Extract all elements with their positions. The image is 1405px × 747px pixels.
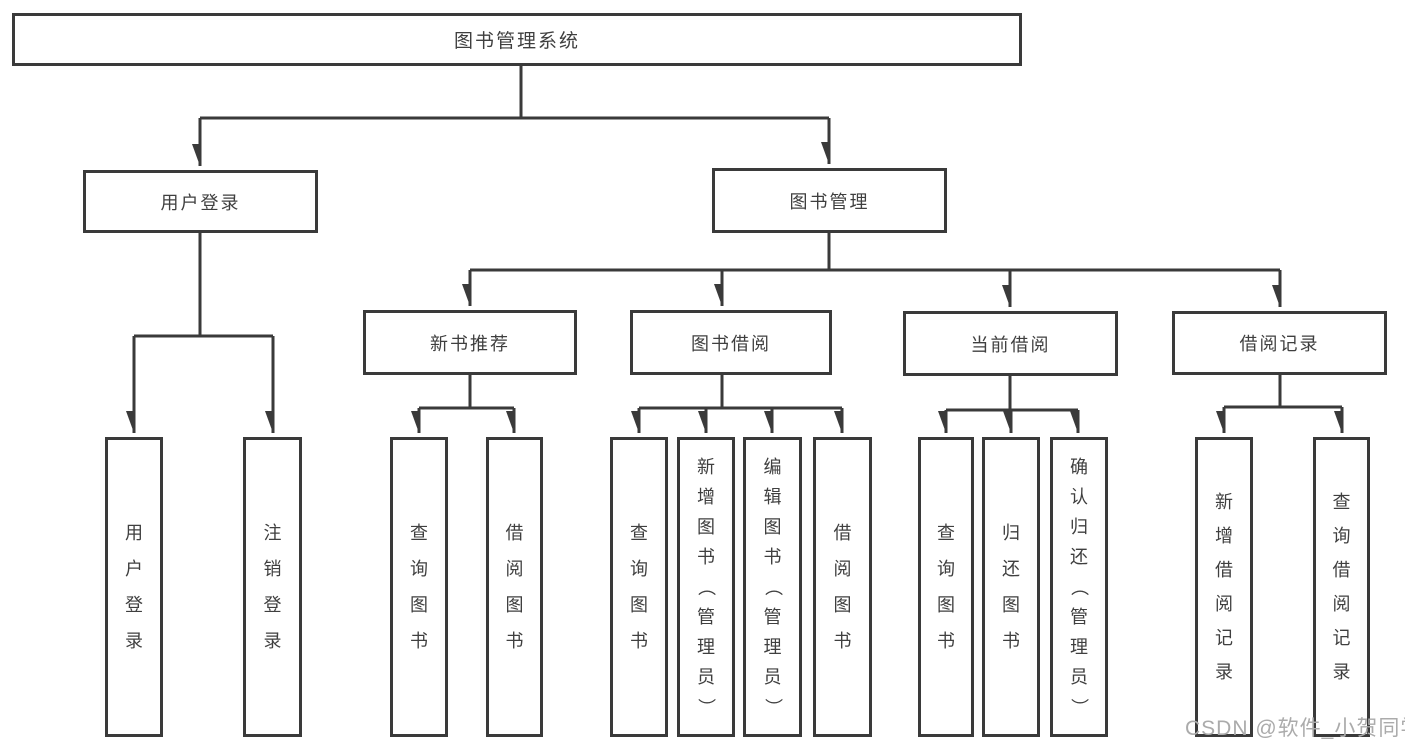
node-book-borrow: 图书借阅 xyxy=(630,310,832,375)
node-root-label: 图书管理系统 xyxy=(453,31,580,52)
leaf-return-book: 归还图书 xyxy=(982,437,1040,737)
leaf-query-books-1-label: 查询图书 xyxy=(410,523,428,651)
leaf-query-books-2-label: 查询图书 xyxy=(630,523,648,651)
leaf-query-books-2: 查询图书 xyxy=(610,437,668,737)
connector-current-borrow-children xyxy=(946,376,1080,433)
leaf-borrow-books-1-label: 借阅图书 xyxy=(505,523,524,651)
node-borrow-records: 借阅记录 xyxy=(1172,311,1387,375)
leaf-borrow-books-2: 借阅图书 xyxy=(813,437,872,737)
leaf-edit-book-admin-label: 编辑图书（管理员） xyxy=(762,457,783,716)
csdn-watermark: CSDN @软件_小贺同学 xyxy=(1185,717,1405,740)
leaf-logout-label: 注销登录 xyxy=(263,523,282,651)
leaf-confirm-return-admin: 确认归还（管理员） xyxy=(1050,437,1108,737)
node-book-borrow-label: 图书借阅 xyxy=(691,333,771,354)
leaf-borrow-books-1: 借阅图书 xyxy=(486,437,543,737)
node-new-book-recommend-label: 新书推荐 xyxy=(430,333,510,354)
leaf-add-book-admin: 新增图书（管理员） xyxy=(677,437,735,737)
leaf-user-login: 用户登录 xyxy=(105,437,163,737)
leaf-logout: 注销登录 xyxy=(243,437,302,737)
leaf-confirm-return-admin-label: 确认归还（管理员） xyxy=(1069,457,1089,716)
node-current-borrow-label: 当前借阅 xyxy=(970,334,1051,355)
node-book-management-label: 图书管理 xyxy=(789,191,870,212)
node-user-login-label: 用户登录 xyxy=(160,192,241,213)
node-book-management: 图书管理 xyxy=(712,168,947,233)
leaf-add-borrow-record-label: 新增借阅记录 xyxy=(1215,492,1233,682)
node-borrow-records-label: 借阅记录 xyxy=(1239,334,1320,354)
leaf-query-books-3: 查询图书 xyxy=(918,437,974,737)
leaf-edit-book-admin: 编辑图书（管理员） xyxy=(743,437,802,737)
leaf-add-book-admin-label: 新增图书（管理员） xyxy=(696,457,716,716)
leaf-borrow-books-2-label: 借阅图书 xyxy=(833,523,852,651)
connector-root-to-level2 xyxy=(200,66,831,166)
leaf-user-login-label: 用户登录 xyxy=(125,523,143,651)
leaf-query-books-1: 查询图书 xyxy=(390,437,448,737)
node-current-borrow: 当前借阅 xyxy=(903,311,1118,376)
leaf-add-borrow-record: 新增借阅记录 xyxy=(1195,437,1253,737)
connector-borrow-records-children xyxy=(1224,375,1344,433)
node-user-login: 用户登录 xyxy=(83,170,318,233)
leaf-return-book-label: 归还图书 xyxy=(1002,523,1020,651)
leaf-query-books-3-label: 查询图书 xyxy=(937,523,955,651)
node-new-book-recommend: 新书推荐 xyxy=(363,310,577,375)
connector-new-book-recommend-children xyxy=(419,375,516,433)
connector-book-management-children xyxy=(470,233,1282,307)
node-root: 图书管理系统 xyxy=(12,13,1022,66)
connector-user-login-children xyxy=(134,233,275,433)
leaf-query-borrow-record-label: 查询借阅记录 xyxy=(1332,492,1351,682)
connector-book-borrow-children xyxy=(639,375,844,433)
leaf-query-borrow-record: 查询借阅记录 xyxy=(1313,437,1370,737)
